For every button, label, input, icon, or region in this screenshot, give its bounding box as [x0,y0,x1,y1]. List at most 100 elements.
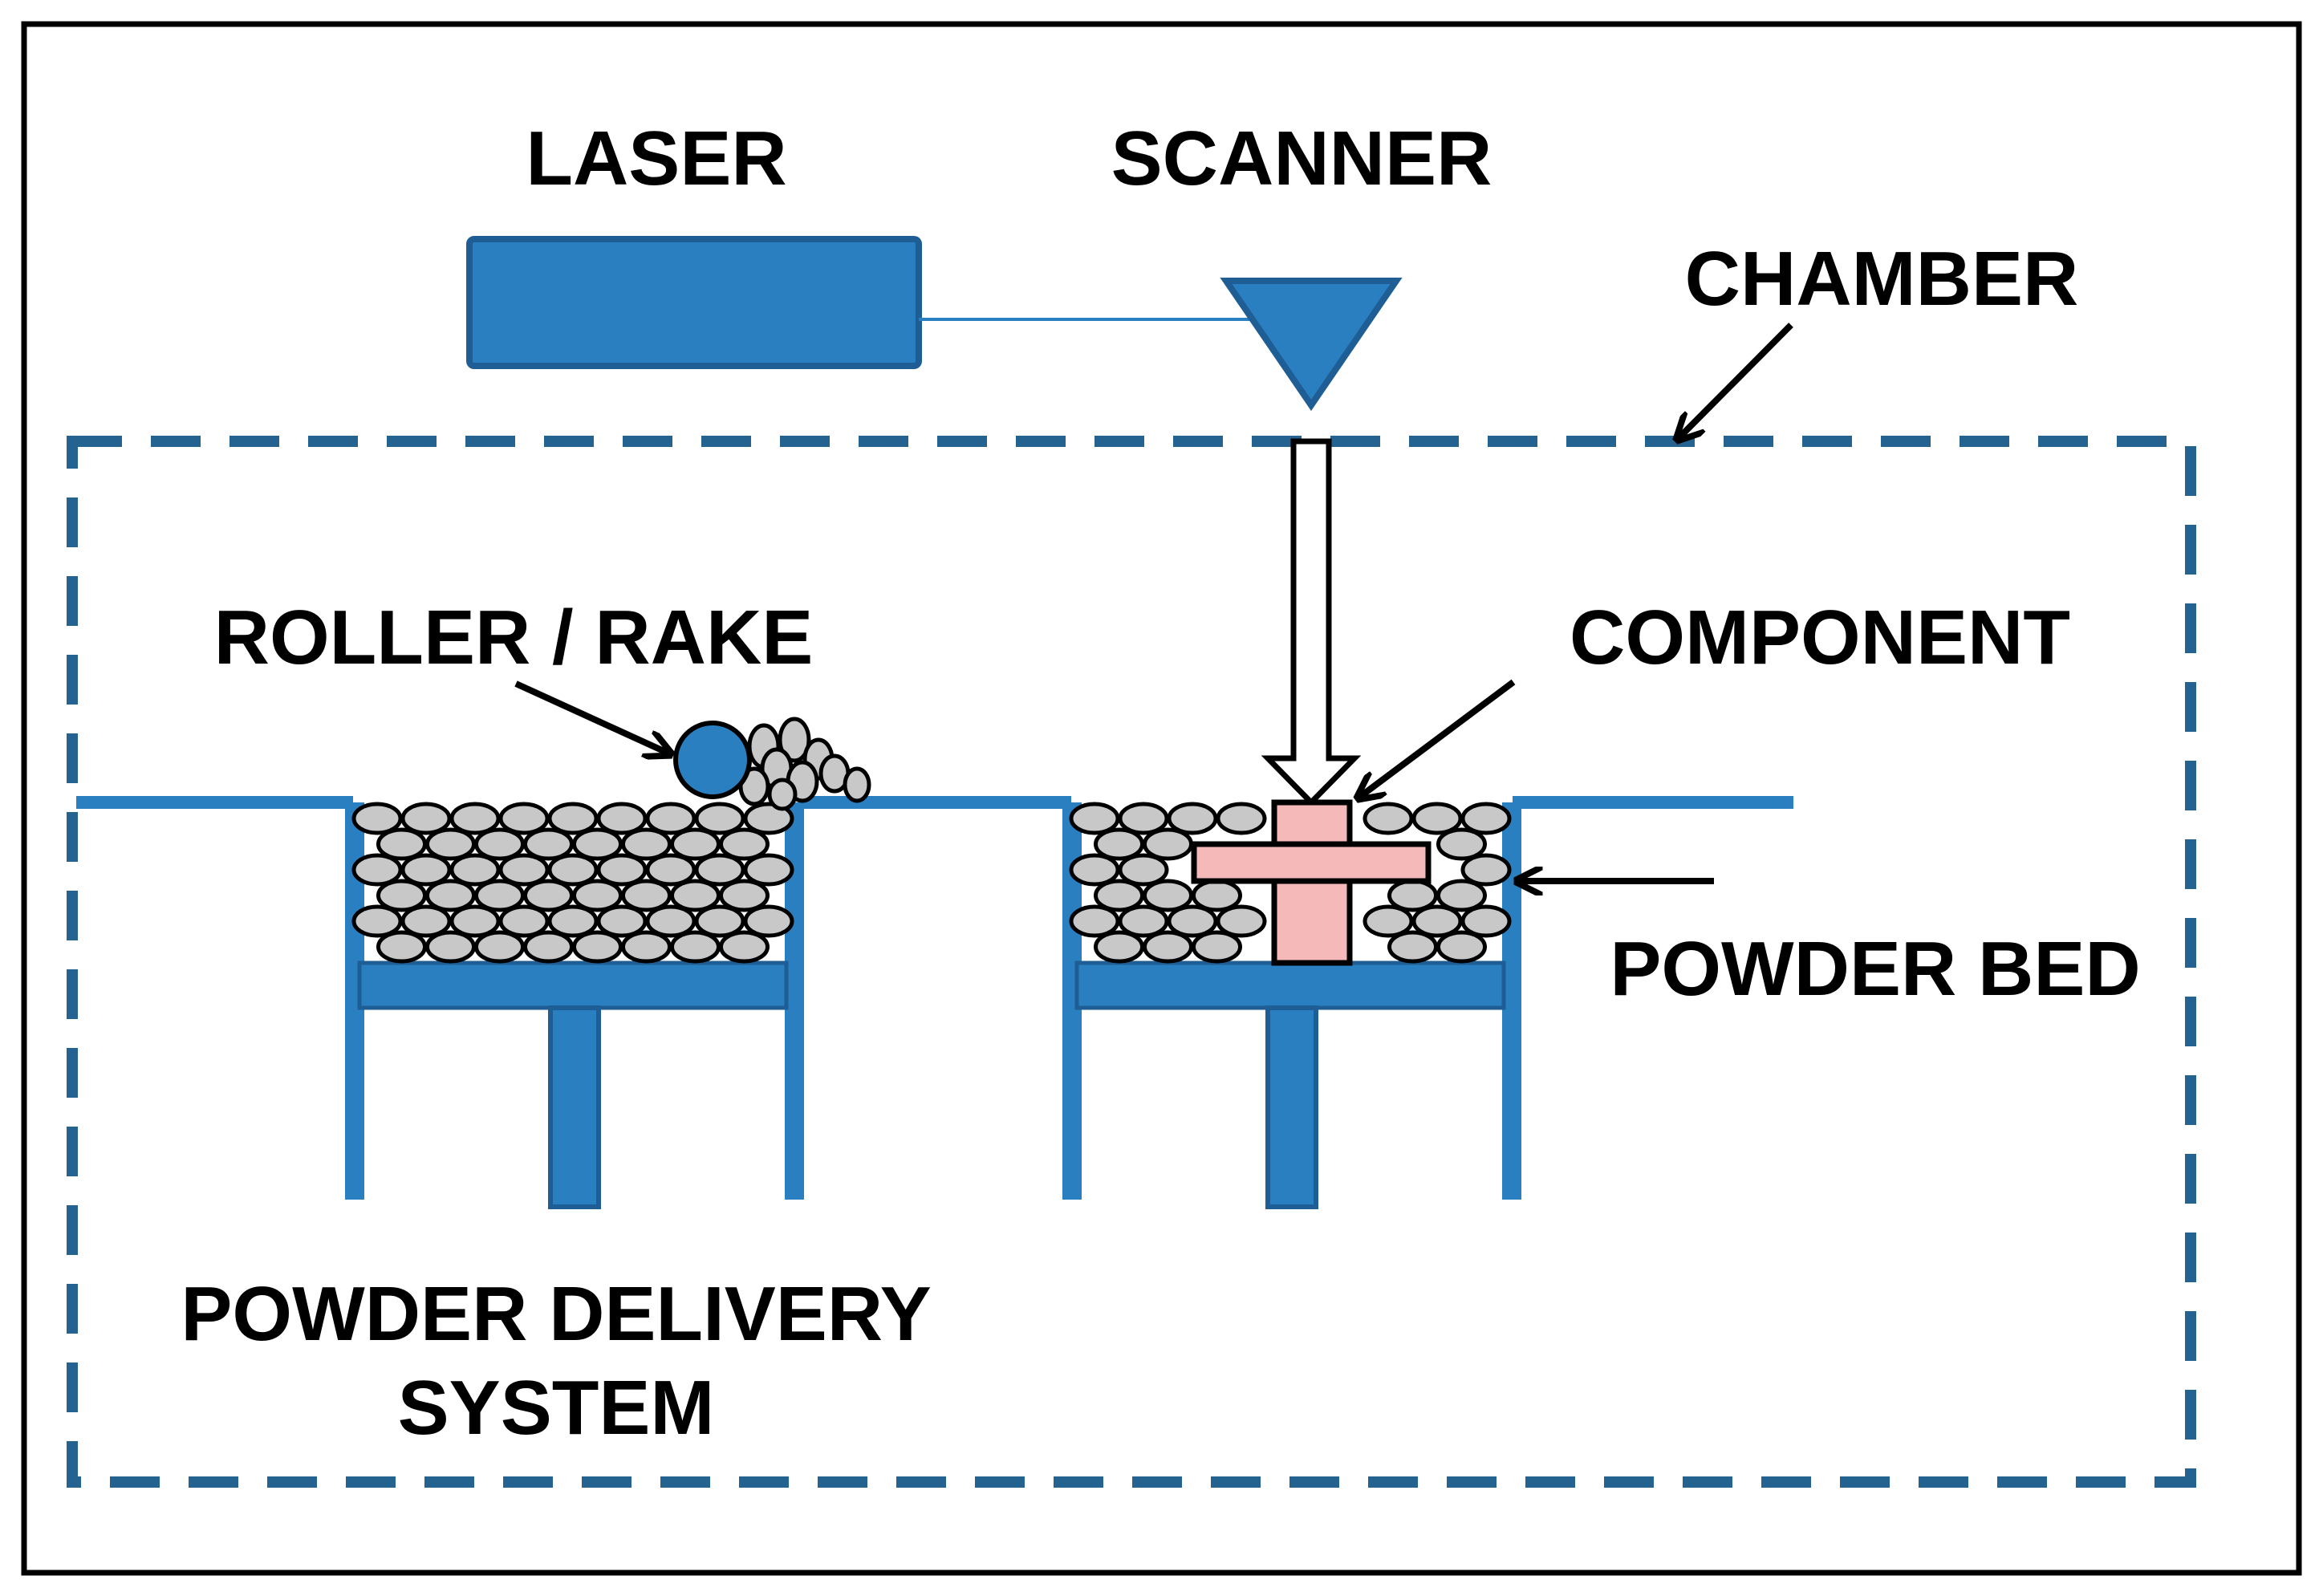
powder-particle [572,930,623,964]
laser-box [466,236,922,369]
powder-particle [449,802,501,835]
powder-particle [1167,802,1218,835]
powder-particle [1411,904,1463,938]
scanner-label: SCANNER [1111,116,1492,201]
chamber-boundary [67,436,2196,1488]
powder-particle [523,879,574,912]
powder-particle [694,904,745,938]
laser-beam-arrow [1261,438,1362,806]
powder-particle [1436,879,1487,912]
powder-particle [743,802,794,835]
powder-particle [596,853,648,887]
powder-particle [1363,802,1414,835]
powder-bed-label: POWDER BED [1610,926,2140,1012]
powder-particle [498,853,550,887]
component-pointer-arrow [1358,679,1516,798]
outer-frame [21,21,2302,1576]
chamber-label: CHAMBER [1685,236,2079,322]
powder-particle [1118,853,1169,887]
powder-particle [474,930,525,964]
powder-particle [1460,802,1512,835]
powder-particle [498,802,550,835]
powder-particle [645,853,696,887]
scanner-mirror [1220,278,1403,412]
powder-particle [670,827,721,861]
laser-label: LASER [526,116,786,201]
powder-particle [719,879,770,912]
powder-particle [474,879,525,912]
powder-particle [1436,930,1487,964]
powder-particle [1216,904,1267,938]
powder-particle [1118,802,1169,835]
powder-particle [547,853,599,887]
powder-particle [596,904,648,938]
roller-pointer-arrow [514,680,671,754]
powder-particle [1216,802,1267,835]
powder-particle [400,904,452,938]
powder-particle [1460,853,1512,887]
powder-particle [645,802,696,835]
powder-bed-particles [1069,802,1512,964]
powder-particle [1094,930,1144,964]
powder-particle [1460,904,1512,938]
powder-particle [1069,904,1120,938]
powder-particle [1118,904,1169,938]
powder-particle [400,853,452,887]
powder-particle [400,802,452,835]
powder-particle [767,778,798,811]
component-part [1191,799,1432,966]
component-label: COMPONENT [1570,595,2070,680]
powder-particle [572,879,623,912]
powder-particle [719,827,770,861]
powder-particle [621,827,672,861]
roller-label: ROLLER / RAKE [214,595,814,680]
powder-particle [778,717,811,763]
powder-particle [743,904,794,938]
powder-particle [743,853,794,887]
roller-powder-pile [738,717,871,811]
powder-particle [351,802,403,835]
powder-particle [621,879,672,912]
chamber-pointer-arrow [1677,323,1793,440]
powder-particle [694,853,745,887]
powder-particle [1143,879,1193,912]
powder-particle [449,904,501,938]
powder-particle [596,802,648,835]
powder-particle [474,827,525,861]
powder-particle [351,853,403,887]
powder-particle [1192,930,1242,964]
powder-delivery-label-line2: SYSTEM [398,1365,715,1451]
powder-particle [376,827,427,861]
powder-particle [1143,930,1193,964]
powder-particle [498,904,550,938]
powder-particle [547,904,599,938]
powder-particle [645,904,696,938]
powder-particle [1069,853,1120,887]
powder-particle [621,930,672,964]
powder-particle [1094,879,1144,912]
powder-particle [1363,904,1414,938]
roller-icon [673,721,752,799]
powder-particle [572,827,623,861]
powder-particle [670,879,721,912]
powder-delivery-label-line1: POWDER DELIVERY [181,1271,931,1357]
powder-particle [523,930,574,964]
powder-particle [376,930,427,964]
powder-particle [694,802,745,835]
powder-particle [1069,802,1120,835]
powder-particle [1387,930,1438,964]
powder-particle [523,827,574,861]
powder-particle [376,879,427,912]
powder-particle [1411,802,1463,835]
powder-particle [425,879,476,912]
powder-particle [1094,827,1144,861]
powder-particle [351,904,403,938]
powder-particle [670,930,721,964]
powder-particle [425,827,476,861]
powder-particle [719,930,770,964]
powder-particle [425,930,476,964]
powder-particle [1167,904,1218,938]
powder-particle [843,766,871,803]
powder-particle [547,802,599,835]
